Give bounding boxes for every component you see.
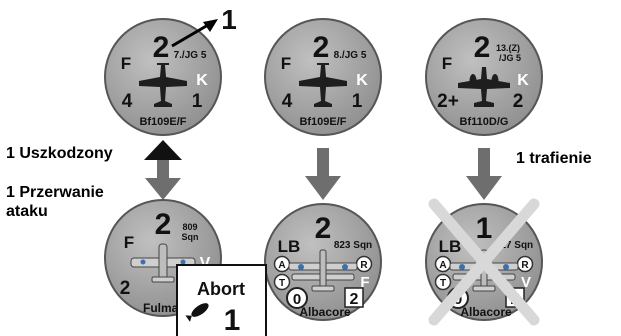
counter-model: Albacore [299,305,351,319]
counter-bottom-left: 4 [122,91,133,112]
bomb-body [191,303,209,317]
abort-marker-label: Abort [197,279,245,299]
counter-top-value: 1 [476,212,493,245]
abort-marker-value: 1 [224,304,241,336]
side-badge-label: R [360,260,368,271]
side-badge [434,273,452,291]
counter-unit: 817 Sqn [495,240,533,251]
strength-change-annotation: 1 [171,4,237,48]
counter-model: Bf110D/G [460,116,509,128]
bottom-right-badge [344,287,364,308]
counter-top-value: 2 [474,31,491,64]
counter-right-code: K [196,72,208,89]
arrow-head [466,176,502,200]
hit-label: 1 trafienie [516,150,592,167]
arrow-shaft [317,148,329,178]
side-badge [273,273,291,291]
arrow-head [305,176,341,200]
counter-left-code: LB [439,237,462,256]
counter-top-value: 2 [155,208,172,241]
counter-left-code: F [121,54,131,73]
counter-model: Albacore [460,305,512,319]
arrow-head-down [145,178,181,200]
bomb-icon [185,303,209,322]
annotation-arrow-line [171,23,209,48]
damaged-label: 1 Uszkodzony [6,145,113,162]
abort-marker-box [176,264,267,336]
counter-right-code: V [200,255,211,272]
cross-stroke [428,198,540,326]
counter-unit-line1: 8./JG 5 [334,50,367,61]
counter-bottom-left: 2+ [437,91,459,112]
counter-unit-line1: 7./JG 5 [174,50,207,61]
counter-unit: 823 Sqn [334,240,372,251]
destroyed-cross [428,198,540,326]
counter-bottom-left: 0 [293,291,301,308]
double-arrow [144,140,182,200]
counter-model: Bf109E/F [299,116,346,128]
side-badge-label: A [278,260,285,271]
down-arrow [305,148,341,200]
side-badge-label: R [521,260,529,271]
arrow-shaft [157,160,169,180]
aborted-label-line1: 1 Przerwanie [6,184,104,201]
counter-unit-line2: /JG 5 [499,53,521,63]
bomb-fin [185,315,192,322]
side-badge-label: T [279,278,285,289]
counter-left-code: F [124,233,134,252]
counter-bottom-right: 2 [513,91,524,112]
abort-marker: Abort 1 [176,264,267,336]
aborted-label-line2: ataku [6,203,48,220]
counter-right-code: V [521,274,531,291]
counter-top-value: 2 [315,212,332,245]
counter-bottom-left: 2 [120,278,131,299]
arrow-shaft [478,148,490,178]
counter-left-code: F [281,54,291,73]
counter-top-value: 2 [153,31,170,64]
counter-left-code: F [442,54,452,73]
counter-model: Fulmar [143,301,183,315]
down-arrow [466,148,502,200]
counter-model: Bf109E/F [139,116,186,128]
arrow-head-up [144,140,182,160]
counter-unit-line1: 13.(Z) [496,43,520,53]
counter-unit-line1: 809 [182,222,197,232]
side-badge-label: T [440,278,446,289]
counter-left-code: LB [278,237,301,256]
counter-bottom-right: 1 [352,91,363,112]
counter-unit-line2: Sqn [182,232,199,242]
counter-right-code: K [356,72,368,89]
counter-bottom-right: 1 [192,91,203,112]
counter-right-code: K [517,72,529,89]
bottom-left-badge [286,287,308,309]
annotation-arrowhead [203,19,218,32]
annotation-value: 1 [221,4,237,35]
side-badge-label: A [439,260,446,271]
counter-top-value: 2 [313,31,330,64]
counter-bottom-left: 4 [282,91,293,112]
counter-right-code: F [360,274,369,291]
counter-bottom-right: 2 [350,291,359,308]
